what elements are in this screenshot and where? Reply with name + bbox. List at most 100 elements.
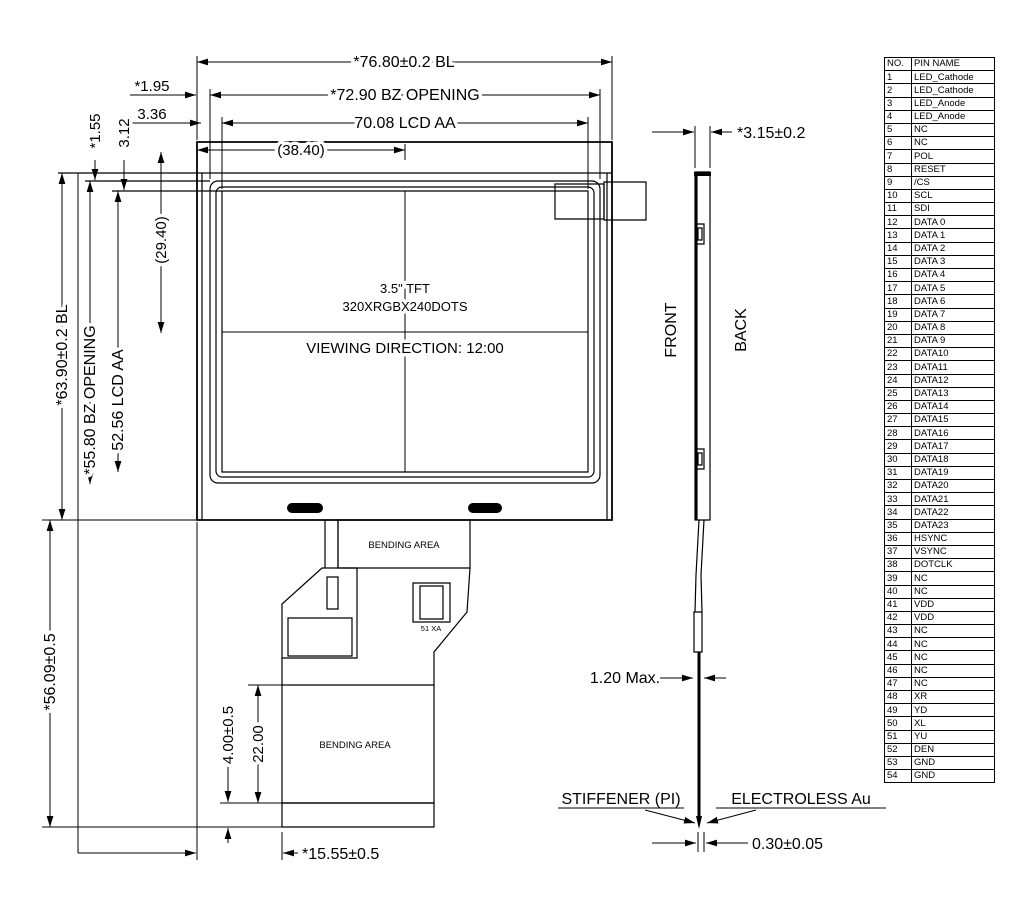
side-clip-lower-inner (698, 453, 702, 465)
pin-cell: 42 (884, 610, 912, 626)
pin-cell: 47 (884, 676, 912, 692)
dim-width-bl: *76.80±0.2 BL (353, 54, 454, 71)
dim-offset-336: 3.36 (137, 106, 166, 123)
dim-bend-length: 22.00 (250, 725, 267, 763)
dim-thickness: *3.15±0.2 (737, 125, 805, 142)
fpc-stiffener-pad-inner (420, 586, 443, 619)
pin-cell: DATA14 (911, 399, 995, 415)
pin-cell: XR (911, 689, 995, 705)
pin-cell: NC (911, 122, 995, 138)
side-view: *3.15±0.2 FRONT BACK 1.20 Max. STIFFENER… (558, 122, 886, 857)
dim-finger-length: 4.00±0.5 (220, 706, 237, 764)
pin-cell: 22 (884, 347, 912, 362)
pin-cell: 19 (884, 307, 912, 322)
bz-opening-outer (210, 181, 600, 483)
pin-cell: DATA22 (911, 505, 995, 520)
pin-cell: DATA12 (911, 373, 995, 388)
pin-cell: 5 (884, 122, 912, 138)
tail-taper-left (696, 520, 699, 575)
stiffener-label: STIFFENER (PI) (561, 791, 680, 808)
pin-cell: DATA 4 (911, 267, 995, 283)
pin-cell: VDD (911, 610, 995, 626)
pin-cell: 2 (884, 83, 912, 98)
pin-cell: VSYNC (911, 544, 995, 560)
pin-cell: LED_Cathode (911, 70, 995, 85)
pin-cell: DATA 8 (911, 320, 995, 335)
pin-cell: DATA19 (911, 465, 995, 481)
pin-cell: 34 (884, 505, 912, 520)
pin-cell: 36 (884, 531, 912, 546)
glass-connector-pad (604, 182, 646, 220)
pin-cell: 44 (884, 637, 912, 652)
pin-cell: SCL (911, 188, 995, 204)
tail-tip (696, 816, 702, 829)
pin-cell: 24 (884, 373, 912, 388)
pin-cell: 35 (884, 518, 912, 533)
pin-cell: DOTCLK (911, 558, 995, 573)
pin-cell: DATA13 (911, 386, 995, 401)
pin-cell: 38 (884, 558, 912, 573)
pin-table-header-row: NO. PIN NAME (884, 56, 995, 72)
side-clip-upper-inner (698, 228, 702, 240)
pin-cell: 25 (884, 386, 912, 401)
dim-height-bl: *63.90±0.2 BL (54, 304, 71, 405)
pin-cell: 26 (884, 399, 912, 415)
dim-width-bz: *72.90 BZ OPENING (330, 87, 479, 104)
dim-tail-offset: *15.55±0.5 (302, 846, 379, 863)
pin-cell: NC (911, 571, 995, 586)
bottom-pad-left (287, 503, 323, 513)
pin-row: 9/CS (884, 175, 995, 190)
fpc-left-hatched-region (282, 568, 357, 658)
pin-cell: 48 (884, 689, 912, 705)
dim-offset-312: 3.12 (116, 118, 133, 147)
side-clip-lower (696, 449, 704, 469)
pin-cell: NC (911, 637, 995, 652)
dim-offset-155: *1.55 (87, 113, 104, 148)
display-size-label: 3.5" TFT (380, 281, 430, 296)
pin-cell: 29 (884, 439, 912, 454)
pin-cell: 10 (884, 188, 912, 204)
pin-cell: XL (911, 716, 995, 731)
pin-cell: 16 (884, 267, 912, 283)
side-clip-upper (696, 224, 704, 244)
viewing-direction-label: VIEWING DIRECTION: 12:00 (306, 340, 504, 357)
pin-cell: POL (911, 149, 995, 164)
pin-cell: 39 (884, 571, 912, 586)
back-side-label: BACK (733, 308, 750, 352)
pin-cell: 37 (884, 544, 912, 560)
pin-cell: 41 (884, 597, 912, 612)
pin-cell: 14 (884, 241, 912, 256)
dim-height-bz: *55.80 BZ OPENING (82, 325, 99, 474)
pin-cell: DATA20 (911, 478, 995, 494)
fpc-right-edge (434, 568, 470, 685)
pin-cell: DATA 0 (911, 215, 995, 230)
pin-cell: NC (911, 650, 995, 665)
pin-cell: 30 (884, 452, 912, 467)
